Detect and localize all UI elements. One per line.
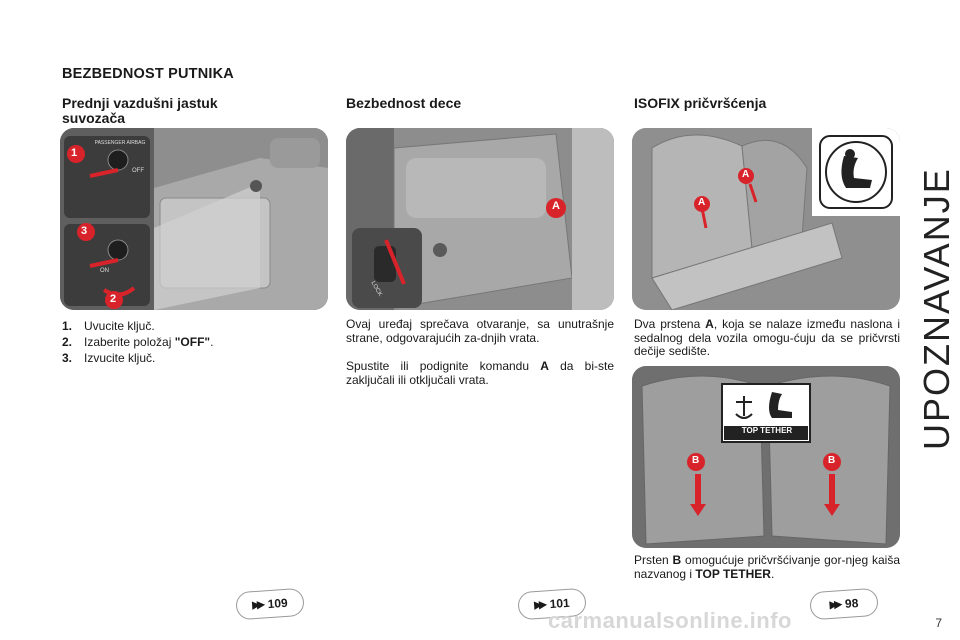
fast-forward-icon: ▶▶ bbox=[829, 598, 840, 611]
airbag-photo: 1 3 2 PASSENGER AIRBAG OFF ON bbox=[60, 128, 328, 310]
page-ref-98[interactable]: ▶▶98 bbox=[809, 587, 879, 621]
watermark: carmanualsonline.info bbox=[548, 608, 792, 633]
list-item: 3.Izvucite ključ. bbox=[62, 351, 156, 365]
page-title: BEZBEDNOST PUTNIKA bbox=[62, 66, 234, 82]
chapter-tab-label: UPOZNAVANJE bbox=[916, 167, 957, 450]
fast-forward-icon: ▶▶ bbox=[251, 599, 263, 611]
child-safety-section-title: Bezbednost dece bbox=[346, 95, 462, 111]
photo-label-a1: A bbox=[698, 197, 706, 208]
photo-label-b1: B bbox=[692, 455, 700, 466]
isofix-para-2: Prsten B omogućuje pričvršćivanje gor-nj… bbox=[634, 553, 900, 581]
child-lock-photo: A LOCK bbox=[346, 128, 614, 310]
chapter-tab: UPOZNAVANJE bbox=[916, 167, 957, 450]
page-number: 7 bbox=[935, 616, 942, 630]
isofix-para-1: Dva prstena A, koja se nalaze između nas… bbox=[634, 317, 900, 358]
top-tether-photo: TOP TETHER B B bbox=[632, 366, 900, 548]
isofix-section-title: ISOFIX pričvršćenja bbox=[634, 95, 767, 111]
photo-label-3: 3 bbox=[81, 225, 88, 237]
photo-label-a: A bbox=[552, 200, 560, 212]
photo-label-1: 1 bbox=[71, 147, 78, 159]
isofix-photo: A A bbox=[632, 128, 900, 310]
fast-forward-icon: ▶▶ bbox=[533, 599, 545, 611]
photo-label-on: ON bbox=[100, 268, 109, 274]
photo-label-2: 2 bbox=[110, 293, 117, 305]
child-safety-para-2: Spustite ili podignite komandu A da bi-s… bbox=[346, 359, 614, 387]
top-tether-label: TOP TETHER bbox=[741, 426, 793, 435]
page-ref-109[interactable]: ▶▶109 bbox=[235, 587, 305, 621]
list-item: 2.Izaberite položaj "OFF". bbox=[62, 335, 214, 349]
photo-label-b2: B bbox=[828, 455, 836, 466]
photo-label-off: OFF bbox=[132, 168, 144, 174]
airbag-section-title: Prednji vazdušni jastuk suvozača bbox=[62, 95, 218, 126]
child-safety-para-1: Ovaj uređaj sprečava otvaranje, sa unutr… bbox=[346, 317, 614, 345]
photo-label-passenger-airbag: PASSENGER AIRBAG bbox=[94, 140, 146, 146]
list-item: 1.Uvucite ključ. bbox=[62, 319, 155, 333]
airbag-steps-list: 1.Uvucite ključ. 2.Izaberite položaj "OF… bbox=[62, 318, 322, 366]
photo-label-a2: A bbox=[742, 169, 750, 180]
